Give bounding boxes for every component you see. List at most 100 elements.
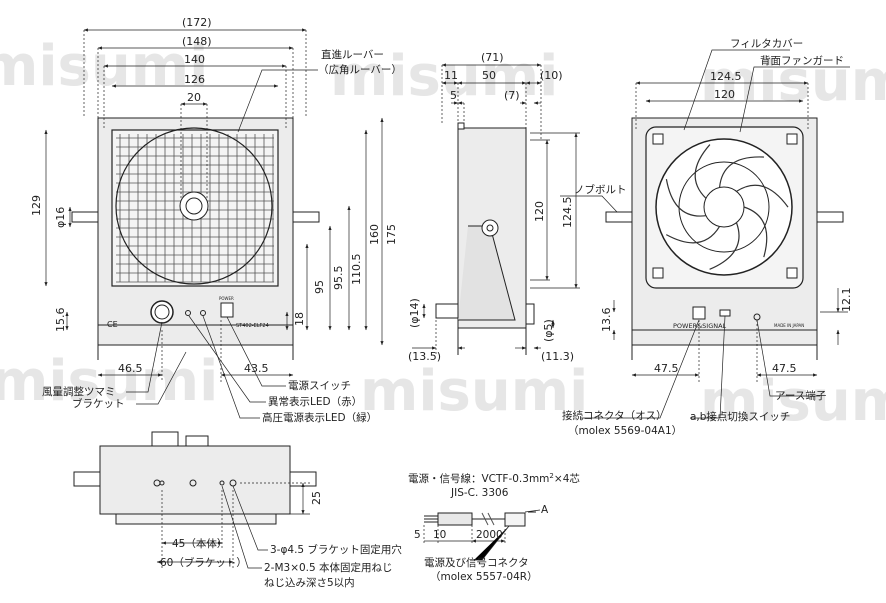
dim-h13-6: 13.6: [600, 308, 613, 333]
model-label: ST402-ELF24: [236, 323, 269, 329]
dim-h120: 120: [533, 201, 546, 222]
callout-hv-led: 高圧電源表示LED（緑）: [262, 411, 377, 424]
cable-spec-jis: JIS-C. 3306: [450, 487, 509, 499]
dim-h175: 175: [385, 224, 398, 245]
dim-w50: 50: [482, 69, 496, 82]
dim-phi5: (φ5): [542, 319, 555, 342]
dim-w126: 126: [184, 73, 205, 86]
dim-w60: 60（ブラケット）: [160, 556, 247, 569]
dim-w172: (172): [182, 16, 212, 29]
rear-fan-guard: [655, 138, 793, 276]
callout-screw-depth: ねじ込み深さ5以内: [264, 576, 355, 589]
bottom-view: [73, 431, 317, 525]
side-view: [435, 122, 535, 355]
dim-h25: 25: [310, 491, 323, 505]
fixing-screw-icon: [159, 480, 165, 486]
callout-fixing-screw: 2-M3×0.5 本体固定用ねじ: [264, 561, 393, 574]
airflow-knob-inner: [154, 304, 170, 320]
callout-connector: 接続コネクタ（オス）: [562, 409, 667, 422]
side-airflow-knob: [435, 303, 459, 319]
side-top-tab: [457, 122, 465, 130]
bottom-body: [99, 445, 291, 515]
callout-power-switch: 電源スイッチ: [288, 379, 351, 392]
callout-ab-switch: a,b接点切換スイッチ: [690, 410, 790, 423]
front-callout-lines: [126, 69, 318, 419]
ab-switch-icon: [719, 309, 731, 317]
side-bracket: [458, 225, 516, 321]
dim-h18: 18: [293, 312, 306, 326]
watermark-text: misumi: [330, 44, 558, 109]
dim-l5: 5: [414, 529, 421, 541]
dim-h124-5: 124.5: [561, 197, 574, 229]
cable-spec-sup: 2: [549, 472, 553, 480]
dim-w13-5: (13.5): [408, 350, 441, 363]
power-switch-icon: [220, 302, 234, 318]
connector-socket-icon: [692, 306, 706, 320]
dim-w140: 140: [184, 53, 205, 66]
dim-w43-5: 43.5: [244, 362, 269, 375]
bracket-hole-icon: [189, 479, 197, 487]
callout-airflow-knob: 風量調整ツマミ: [42, 385, 116, 398]
front-knob-bolt-left: [71, 211, 99, 223]
front-dimensions: [44, 28, 384, 382]
dim-w5: 5: [450, 89, 457, 102]
dim-h15-6: 15.6: [54, 308, 67, 333]
side-dimension-labels: (71) 11 50 (10) 5 (7) 120 124.5 (φ14) (φ…: [408, 51, 574, 363]
dim-w11-3: (11.3): [541, 350, 574, 363]
dim-h110-5: 110.5: [350, 254, 363, 286]
dim-h95-5: 95.5: [332, 266, 345, 291]
bottom-bracket: [115, 513, 277, 525]
callout-error-led: 異常表示LED（赤）: [268, 395, 362, 408]
cable-dimensions: [423, 509, 541, 561]
dim-l10: 10: [433, 529, 446, 541]
dim-w10: (10): [540, 69, 563, 82]
side-knob-bolt: [481, 219, 499, 237]
filter-screws: [652, 133, 798, 279]
dim-w45: 45（本体）: [172, 537, 227, 550]
side-knob-bolt-inner: [486, 224, 494, 232]
louver-hub-inner: [185, 197, 203, 215]
front-callout-labels: 直進ルーバー （広角ルーバー） 風量調整ツマミ ブラケット 電源スイッチ 異常表…: [42, 48, 402, 424]
dim-w20: 20: [187, 91, 201, 104]
louver-hub: [179, 191, 209, 221]
bottom-dimensions: [156, 482, 310, 570]
cable-connector-icon: [504, 512, 526, 527]
callout-louver-wide: （広角ルーバー）: [318, 63, 402, 76]
bottom-dimension-labels: 25 45（本体） 60（ブラケット）: [160, 491, 323, 569]
callout-knob-bolt: ノブボルト: [574, 183, 627, 196]
bottom-callout-labels: 3-φ4.5 ブラケット固定用穴 2-M3×0.5 本体固定用ねじ ねじ込み深さ…: [264, 543, 402, 589]
cable-spec-line1: 電源・信号線：VCTF-0.3mm2×4芯: [408, 472, 580, 485]
dim-w71: (71): [481, 51, 504, 64]
rear-callout-lines: [560, 49, 850, 419]
cable-labels: 電源・信号線：VCTF-0.3mm2×4芯 JIS-C. 3306 A 5 10…: [408, 472, 580, 583]
louver-circle: [115, 127, 273, 285]
dim-h95: 95: [313, 280, 326, 294]
fixing-screw-icon: [219, 480, 225, 486]
dim-w11: 11: [444, 69, 458, 82]
front-knob-bolt-right: [292, 211, 320, 223]
hv-led-icon: [200, 310, 206, 316]
rear-panel-text: POWER&SIGNAL MADE IN JAPAN: [673, 322, 804, 330]
dim-h12-1: 12.1: [840, 288, 853, 313]
rear-dimensions: [612, 81, 848, 382]
dim-w47-5-right: 47.5: [772, 362, 797, 375]
dim-l2000: 2000: [476, 529, 503, 541]
front-dimension-labels: (172) (148) 140 126 20 129 φ16 175 160 1…: [30, 16, 398, 375]
callout-filter-cover: フィルタカバー: [730, 38, 803, 50]
watermark-text: misumi: [700, 369, 886, 434]
bottom-knob: [151, 431, 179, 447]
rear-knob-bolt-left: [605, 211, 633, 223]
dim-phi14: (φ14): [408, 298, 421, 328]
dim-h129: 129: [30, 195, 43, 216]
front-panel-text: CE ST402-ELF24 POWER: [107, 296, 269, 329]
callout-rear-fan-guard: 背面ファンガード: [760, 54, 844, 67]
cable-drawing: [424, 511, 536, 527]
callout-bracket: ブラケット: [72, 397, 125, 410]
dim-w47-5-left: 47.5: [654, 362, 679, 375]
rear-view: [605, 117, 844, 360]
bottom-callout-lines: [221, 485, 268, 569]
side-dimensions: [412, 63, 580, 355]
callout-signal-connector-part: （molex 5557-04R）: [430, 571, 538, 583]
